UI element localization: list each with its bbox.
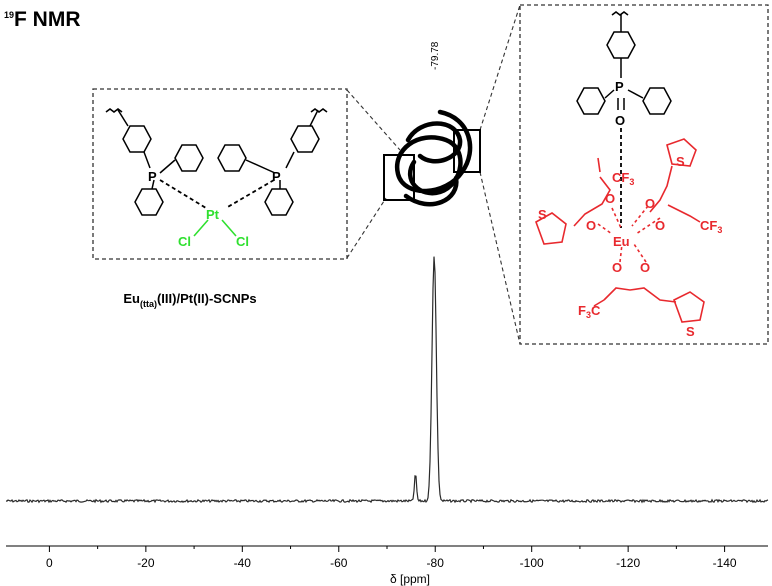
x-tick-label: -100 — [520, 556, 544, 570]
chart-title: 19F NMR — [4, 8, 81, 31]
sulfur-atom-bottom: S — [686, 324, 695, 339]
phosphorus-atom: P — [615, 79, 624, 94]
x-tick-label: -60 — [330, 556, 348, 570]
phosphine-oxide-oxygen: O — [615, 113, 625, 128]
cf3-group-right: CF3 — [700, 218, 722, 235]
sulfur-atom-left: S — [538, 207, 547, 222]
left-inset-frame — [92, 88, 348, 260]
peak-label: -79.78 — [430, 41, 441, 70]
oxygen-atom-1: O — [605, 191, 615, 206]
cf3-group-top: CF3 — [612, 170, 634, 187]
chlorine-atom-left: Cl — [178, 234, 191, 249]
phosphorus-atom-right: P — [272, 169, 281, 184]
x-axis-label: δ [ppm] — [390, 572, 430, 586]
x-tick-label: -120 — [616, 556, 640, 570]
oxygen-atom-4: O — [655, 218, 665, 233]
europium-atom: Eu — [613, 234, 630, 249]
scnp-cartoon-icon — [346, 4, 521, 345]
oxygen-atom-6: O — [640, 260, 650, 275]
sulfur-atom-top: S — [676, 154, 685, 169]
x-tick-label: -80 — [427, 556, 445, 570]
phosphorus-atom-left: P — [148, 169, 157, 184]
chlorine-atom-right: Cl — [236, 234, 249, 249]
polymer-attachment-icon — [611, 11, 629, 16]
right-polymer-attachment-icon — [310, 108, 328, 113]
cf3-group-bottom: F3C — [578, 303, 601, 320]
spectrum-series-line — [5, 256, 769, 504]
sample-name: Eu(tta)(III)/Pt(II)-SCNPs — [123, 291, 256, 309]
right-inset-frame — [519, 4, 769, 345]
left-structure-bonds — [143, 151, 295, 190]
right-structure-inset: P O CF3 O O — [519, 4, 769, 345]
tta-ligands — [535, 138, 705, 323]
oxygen-atom-2: O — [586, 218, 596, 233]
left-structure-inset: P P Pt Cl Cl — [92, 88, 348, 260]
x-tick-label: -20 — [137, 556, 155, 570]
x-tick-label: -140 — [713, 556, 737, 570]
x-tick-label: -40 — [234, 556, 252, 570]
x-axis-ticks: 0 -20 -40 -60 -80 -100 -120 -140 — [46, 546, 737, 570]
oxygen-atom-5: O — [612, 260, 622, 275]
oxygen-atom-3: O — [645, 196, 655, 211]
left-polymer-attachment-icon — [105, 108, 123, 113]
platinum-atom: Pt — [206, 207, 220, 222]
x-tick-label: 0 — [46, 556, 53, 570]
